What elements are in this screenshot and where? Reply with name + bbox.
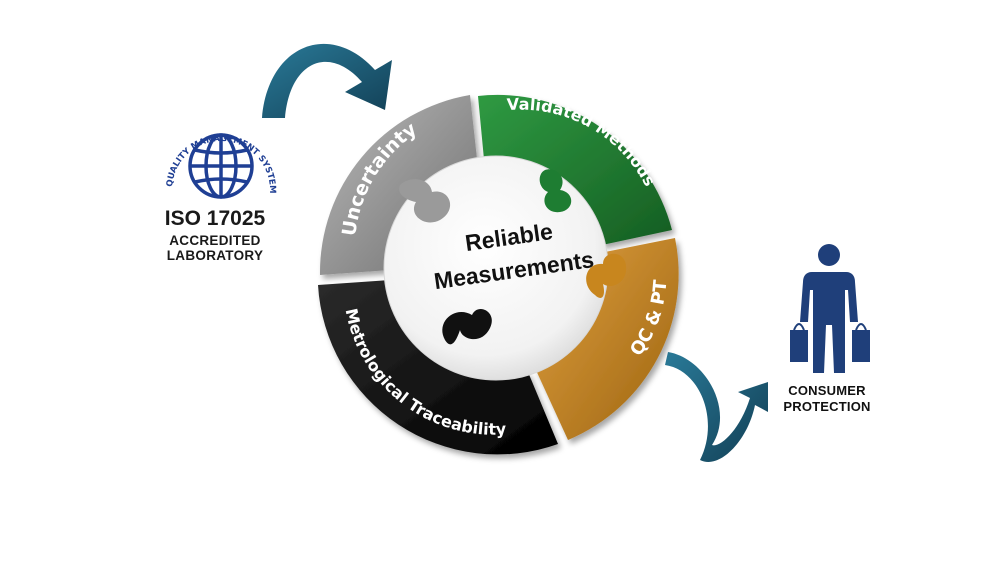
iso-logo: QUALITY MANAGEMENT SYSTEM xyxy=(165,133,277,199)
iso-standard-title: ISO 17025 xyxy=(164,207,266,230)
iso-laboratory-label: LABORATORY xyxy=(166,248,264,263)
iso-accredited-label: ACCREDITED xyxy=(169,233,261,248)
consumer-label-line1: CONSUMER xyxy=(788,383,866,398)
segment-uncertainty xyxy=(319,95,478,275)
consumer-label-line2: PROTECTION xyxy=(783,399,871,414)
segment-qc-pt xyxy=(535,238,679,440)
curved-arrow-bottom xyxy=(665,352,768,462)
puzzle-knobs xyxy=(399,169,627,345)
consumer-person-icon xyxy=(790,244,870,373)
segment-metrological-traceability xyxy=(318,280,558,455)
globe-icon xyxy=(188,133,254,199)
segment-validated-methods xyxy=(478,94,672,245)
curved-arrow-top xyxy=(262,43,392,118)
